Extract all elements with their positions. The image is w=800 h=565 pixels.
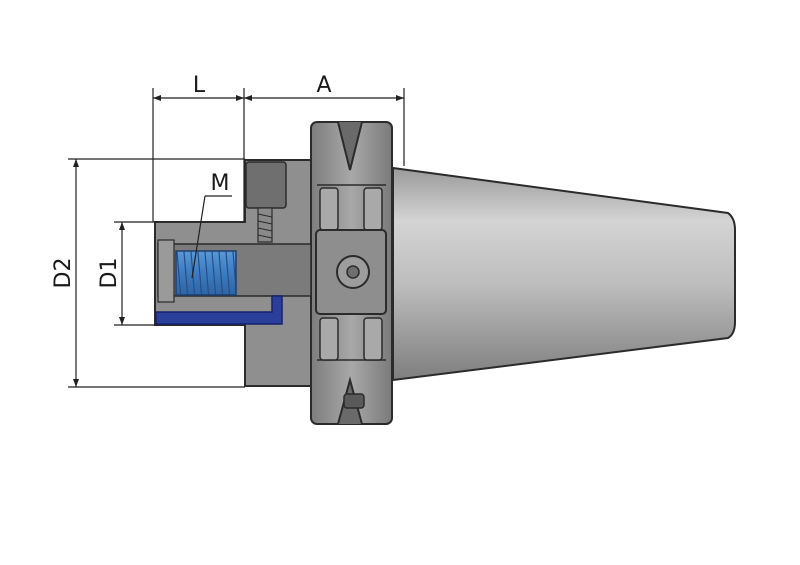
label-D2: D2 xyxy=(51,258,76,289)
taper-cone xyxy=(392,166,736,382)
key-icon xyxy=(155,295,283,325)
screw-icon xyxy=(245,161,287,209)
dimension-D1: D1 xyxy=(97,221,158,326)
label-M: M xyxy=(211,171,230,196)
dimension-L: L xyxy=(152,73,245,222)
thread-icon xyxy=(175,250,237,296)
label-A: A xyxy=(316,73,331,98)
label-L: L xyxy=(193,73,206,98)
flange xyxy=(310,121,393,425)
dimension-A: A xyxy=(244,73,405,166)
leader-M: M xyxy=(191,171,232,279)
dimension-D2: D2 xyxy=(51,158,245,388)
label-D1: D1 xyxy=(97,258,122,289)
